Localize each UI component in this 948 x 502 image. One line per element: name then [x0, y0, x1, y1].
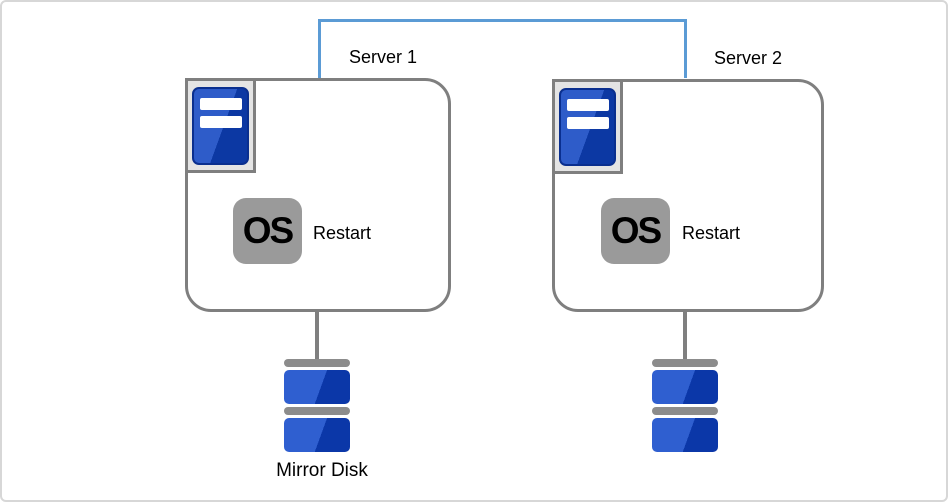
disk-platter [284, 370, 350, 404]
server1-mirror-disk-icon [284, 359, 350, 455]
disk-platter [652, 418, 718, 452]
disk-bar [284, 407, 350, 415]
server1-disk-connector-line [315, 310, 319, 361]
server-icon [559, 87, 616, 166]
disk-platter [284, 418, 350, 452]
server1-label: Server 1 [348, 47, 418, 67]
server2-label: Server 2 [713, 48, 783, 68]
server-icon-slot [566, 116, 609, 129]
disk-bar [652, 359, 718, 367]
os-badge-text: OS [242, 210, 294, 251]
disk-bar [284, 359, 350, 367]
server-icon-slot [199, 115, 242, 128]
server2-mirror-disk-icon [652, 359, 718, 455]
disk-platter [652, 370, 718, 404]
server2-disk-connector-line [683, 310, 687, 361]
server1-restart-label: Restart [313, 223, 372, 243]
server1-os-icon: OS [233, 198, 302, 264]
disk-bar [652, 407, 718, 415]
interconnect-link-line [318, 19, 687, 78]
server-icon [192, 86, 249, 165]
mirror-disk-label: Mirror Disk [276, 460, 368, 481]
server2-icon-frame [552, 79, 623, 174]
os-badge-text: OS [610, 210, 662, 251]
server2-restart-label: Restart [682, 223, 741, 243]
server-icon-slot [566, 98, 609, 111]
server1-icon-frame [185, 78, 256, 173]
server2-os-icon: OS [601, 198, 670, 264]
server-icon-slot [199, 97, 242, 110]
